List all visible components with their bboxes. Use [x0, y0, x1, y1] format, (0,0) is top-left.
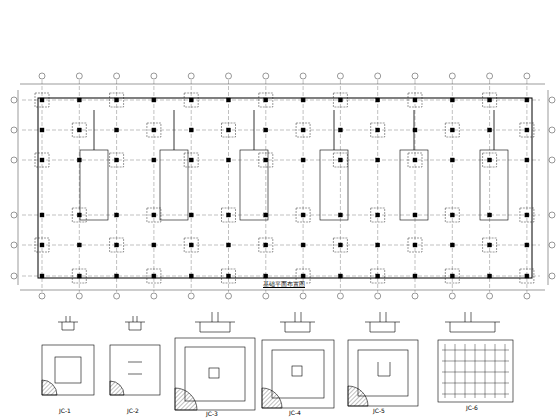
detail-label: JC-5 — [372, 408, 386, 415]
drawing-title: 基础平面布置图 — [262, 281, 306, 288]
detail-label: JC-2 — [126, 408, 140, 415]
detail-label: JC-6 — [465, 405, 479, 412]
detail-label: JC-3 — [205, 411, 219, 418]
detail-label: JC-1 — [58, 408, 72, 415]
detail-label: JC-4 — [288, 410, 302, 417]
